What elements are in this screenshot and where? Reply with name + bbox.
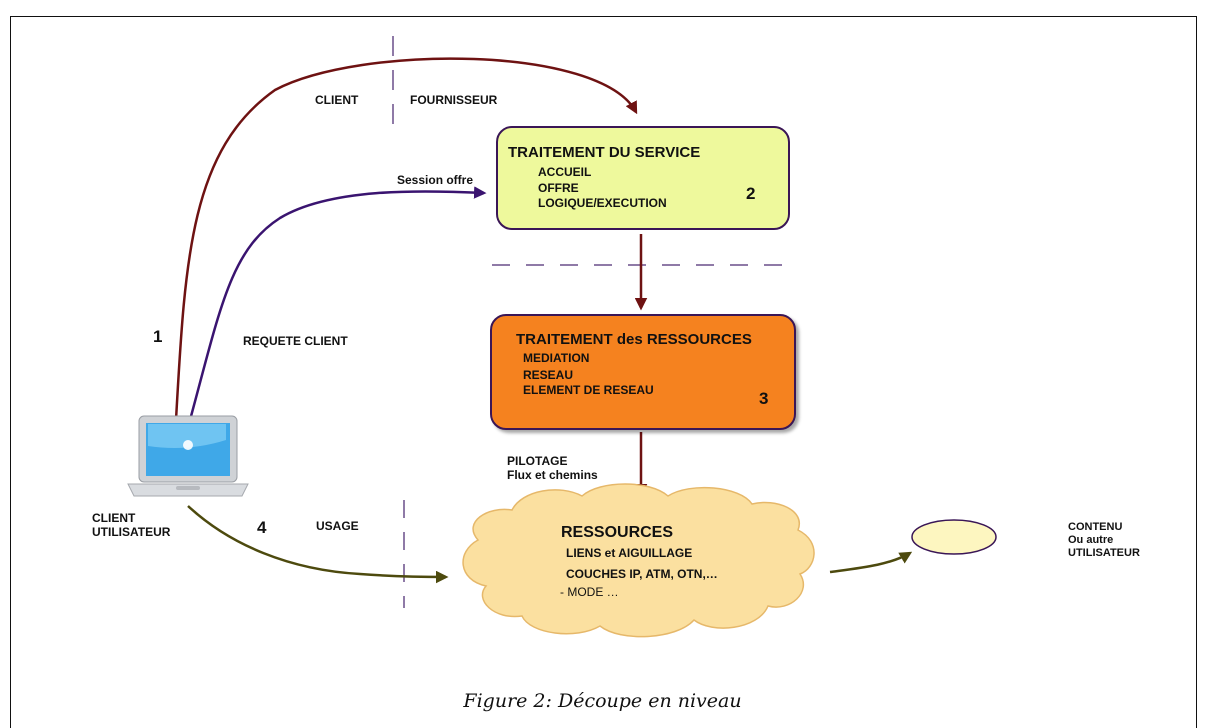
service-box-item: OFFRE — [538, 181, 579, 195]
resources-box-item: RESEAU — [523, 368, 574, 382]
arrow-cloud-to-content — [829, 551, 913, 574]
service-box-title: TRAITEMENT DU SERVICE — [508, 144, 701, 161]
steering-label-line2: Flux et chemins — [507, 468, 598, 482]
resources-box-item: MEDIATION — [523, 351, 590, 365]
client-request-label: REQUETE CLIENT — [243, 334, 348, 348]
session-offer-label: Session offre — [397, 173, 474, 187]
content-label-line3: UTILISATEUR — [1068, 547, 1140, 559]
cloud-item: LIENS et AIGUILLAGE — [566, 546, 693, 560]
resources-box-title: TRAITEMENT des RESSOURCES — [516, 331, 752, 348]
steering-label-line1: PILOTAGE — [507, 454, 568, 468]
service-box-item: LOGIQUE/EXECUTION — [538, 196, 667, 210]
arrow-request-to-service — [188, 186, 487, 421]
content-label-line2: Ou autre — [1068, 534, 1114, 546]
cloud-item: - MODE … — [560, 585, 619, 599]
service-processing-box: TRAITEMENT DU SERVICE ACCUEIL OFFRE LOGI… — [496, 126, 790, 230]
step-number-3: 3 — [759, 389, 769, 408]
client-user-label-line2: UTILISATEUR — [92, 525, 171, 539]
cloud-item: COUCHES IP, ATM, OTN,… — [566, 567, 718, 581]
arrow-client-to-service — [174, 57, 638, 421]
client-user-label-line1: CLIENT — [92, 511, 136, 525]
figure-frame — [10, 16, 1197, 728]
provider-label: FOURNISSEUR — [410, 93, 498, 107]
resources-box-item: ELEMENT DE RESEAU — [523, 383, 654, 397]
resource-processing-box: TRAITEMENT des RESSOURCES MEDIATION RESE… — [490, 314, 796, 430]
content-label-line1: CONTENU — [1068, 521, 1123, 533]
figure-caption: Figure 2: Découpe en niveau — [463, 690, 742, 712]
service-box-item: ACCUEIL — [538, 165, 592, 179]
laptop-icon — [127, 415, 249, 497]
step-number-1: 1 — [153, 327, 163, 346]
cloud-title: RESSOURCES — [561, 524, 674, 541]
usage-label: USAGE — [316, 519, 359, 533]
step-number-2: 2 — [746, 184, 756, 203]
content-ellipse — [911, 519, 997, 555]
client-label: CLIENT — [315, 93, 359, 107]
resources-cloud — [462, 483, 815, 638]
step-number-4: 4 — [257, 518, 267, 537]
arrow-usage-to-cloud — [187, 505, 449, 584]
